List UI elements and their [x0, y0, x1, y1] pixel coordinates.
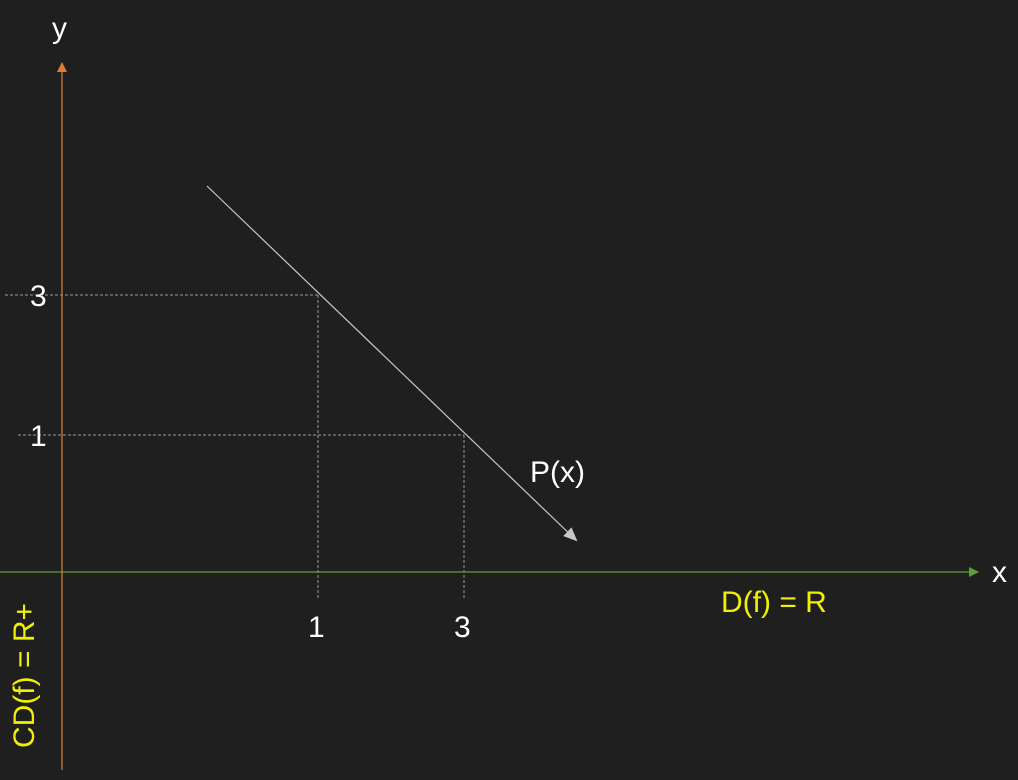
y-tick-label-1: 1 [30, 420, 47, 453]
x-tick-label-3: 3 [454, 611, 471, 644]
x-tick-label-1: 1 [308, 611, 325, 644]
y-axis-label: y [52, 12, 67, 45]
x-axis-label: x [992, 556, 1007, 589]
domain-annotation: D(f) = R [721, 586, 827, 619]
curve-label: P(x) [530, 456, 585, 489]
codomain-annotation: CD(f) = R+ [8, 603, 41, 748]
y-tick-label-3: 3 [30, 280, 47, 313]
function-line [206, 185, 578, 542]
